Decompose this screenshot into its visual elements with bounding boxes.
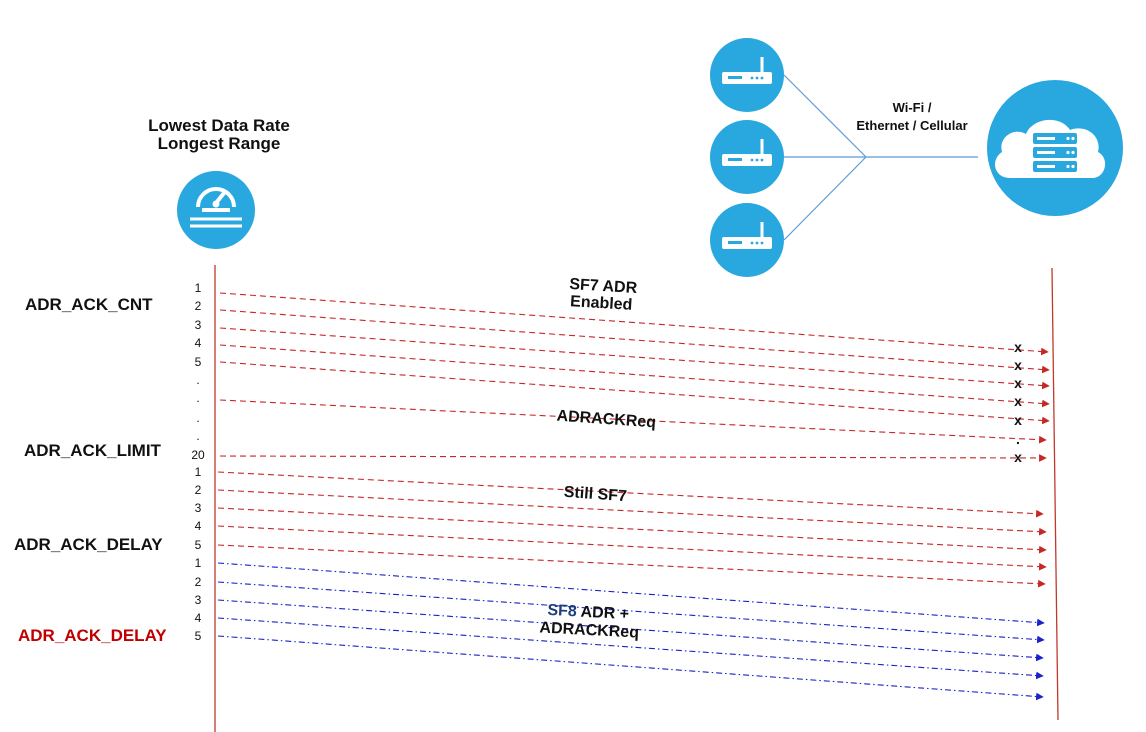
uplink-arrow-sf8	[217, 562, 1045, 627]
link-label-line1: Wi-Fi /	[893, 100, 932, 115]
uplink-arrow-sf7	[219, 454, 1047, 462]
link-label-line2: Ethernet / Cellular	[856, 118, 967, 133]
uplink-arrow-sf7	[217, 544, 1046, 588]
lost-packet-marker: x	[1014, 375, 1022, 391]
frame-counter: 4	[195, 336, 202, 350]
frame-counter: 5	[195, 538, 202, 552]
annotation-sf8-suffix: ADR +	[576, 603, 629, 623]
uplink-arrow-sf7	[217, 489, 1047, 536]
network-lifeline	[1051, 267, 1059, 721]
frame-counter: 3	[195, 593, 202, 607]
uplink-arrow-sf7	[217, 525, 1047, 571]
uplink-arrow-sf7	[219, 327, 1050, 390]
device-heading-line2: Longest Range	[158, 134, 281, 153]
speedometer-icon	[177, 171, 255, 249]
frame-counter: 2	[195, 575, 202, 589]
device-heading-line1: Lowest Data Rate	[148, 116, 290, 135]
annotation-sf8-prefix: SF8	[547, 602, 577, 621]
uplink-arrow-sf8	[217, 617, 1044, 680]
lost-packet-marker: x	[1014, 357, 1022, 373]
frame-counter: 5	[195, 629, 202, 643]
frame-counter: 1	[195, 281, 202, 295]
frame-counter: 2	[195, 299, 202, 313]
uplink-arrow-sf7	[219, 361, 1050, 425]
label-adr-ack-limit: ADR_ACK_LIMIT	[24, 441, 162, 460]
annotation-still-sf7: Still SF7	[563, 484, 627, 505]
frame-counter: 2	[195, 483, 202, 497]
frame-counter: 20	[191, 448, 205, 462]
uplink-arrow-sf8	[217, 599, 1044, 662]
label-adr-ack-cnt: ADR_ACK_CNT	[25, 295, 153, 314]
frame-counter: .	[196, 429, 199, 443]
annotation-sf7-line2: Enabled	[570, 293, 633, 314]
frame-counter: 3	[195, 318, 202, 332]
lost-packet-marker: .	[1016, 431, 1020, 447]
label-adr-ack-delay: ADR_ACK_DELAY	[14, 535, 163, 554]
frame-counter: .	[196, 373, 199, 387]
frame-counter: 1	[195, 556, 202, 570]
uplink-arrow-sf8	[217, 581, 1045, 644]
lost-packet-marker: x	[1014, 412, 1022, 428]
uplink-arrow-sf7	[217, 471, 1044, 518]
uplink-arrow-sf7	[217, 507, 1047, 554]
uplink-arrow-sf7	[219, 309, 1050, 374]
annotation-sf8-line1: SF8 ADR +	[547, 602, 629, 623]
uplink-messages	[217, 292, 1050, 701]
uplink-arrow-sf7	[219, 399, 1047, 444]
frame-counter: .	[196, 391, 199, 405]
annotation-adrackreq: ADRACKReq	[556, 408, 657, 432]
lost-packet-marker: x	[1014, 393, 1022, 409]
frame-counter: 3	[195, 501, 202, 515]
frame-counter: 5	[195, 355, 202, 369]
frame-counter: 1	[195, 465, 202, 479]
gateway-router-icon	[710, 38, 784, 112]
uplink-arrow-sf7	[219, 292, 1049, 356]
cloud-server-icon	[987, 80, 1123, 216]
uplink-arrow-sf7	[219, 344, 1050, 408]
annotation-sf7-line1: SF7 ADR	[569, 276, 638, 297]
gateway-router-icon	[710, 203, 784, 277]
lost-packet-marker: x	[1014, 449, 1022, 465]
frame-counter: 4	[195, 519, 202, 533]
gateway-router-icon	[710, 120, 784, 194]
label-adr-ack-delay-alert: ADR_ACK_DELAY	[18, 626, 167, 645]
annotation-sf8-line2: ADRACKReq	[539, 619, 639, 641]
lost-packet-marker: x	[1014, 339, 1022, 355]
uplink-arrow-sf8	[217, 635, 1044, 701]
network-links	[783, 74, 978, 241]
frame-counter: 4	[195, 611, 202, 625]
frame-counters: 1 2 3 4 5.... 20 1 2 3 4 5 1 2 3 4 5	[191, 281, 205, 643]
frame-counter: .	[196, 411, 199, 425]
